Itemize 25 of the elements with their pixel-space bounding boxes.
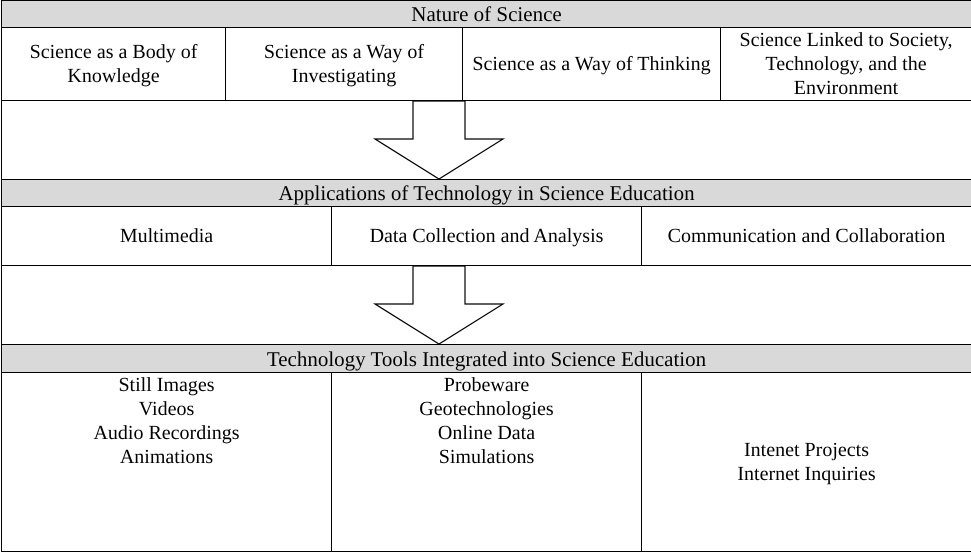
table-section: [2, 344, 971, 552]
table-section: [2, 0, 971, 101]
cell-text: Intenet Projects: [744, 438, 869, 462]
cell-text: Multimedia: [120, 224, 214, 248]
section-heading: Nature of Science: [2, 1, 971, 28]
cell-text: Science as a Way of Investigating: [262, 40, 426, 88]
cell-text: Geotechnologies: [419, 397, 554, 421]
section-heading: Applications of Technology in Science Education: [2, 180, 971, 207]
cell-text: Science as a Way of Thinking: [472, 52, 711, 76]
cell-text: Internet Inquiries: [737, 462, 876, 486]
cell-text: Simulations: [438, 445, 534, 469]
section-heading: Technology Tools Integrated into Science Education: [2, 345, 971, 373]
block-arrow: [372, 265, 506, 345]
cell-text: Probeware: [444, 373, 530, 397]
cell-text: Science as a Body of Knowledge: [28, 40, 198, 88]
cell-text: Videos: [138, 397, 194, 421]
cell-text: Communication and Collaboration: [668, 224, 946, 248]
cell-text: Data Collection and Analysis: [370, 224, 604, 248]
block-arrow: [372, 100, 506, 180]
cell-text: Audio Recordings: [93, 421, 240, 445]
cell-text: Online Data: [438, 421, 536, 445]
cell-text: Animations: [120, 445, 214, 469]
cell-text: Science Linked to Society, Technology, and the Environment: [738, 28, 954, 100]
cell-text: Still Images: [118, 373, 215, 397]
table-section: [2, 179, 971, 266]
